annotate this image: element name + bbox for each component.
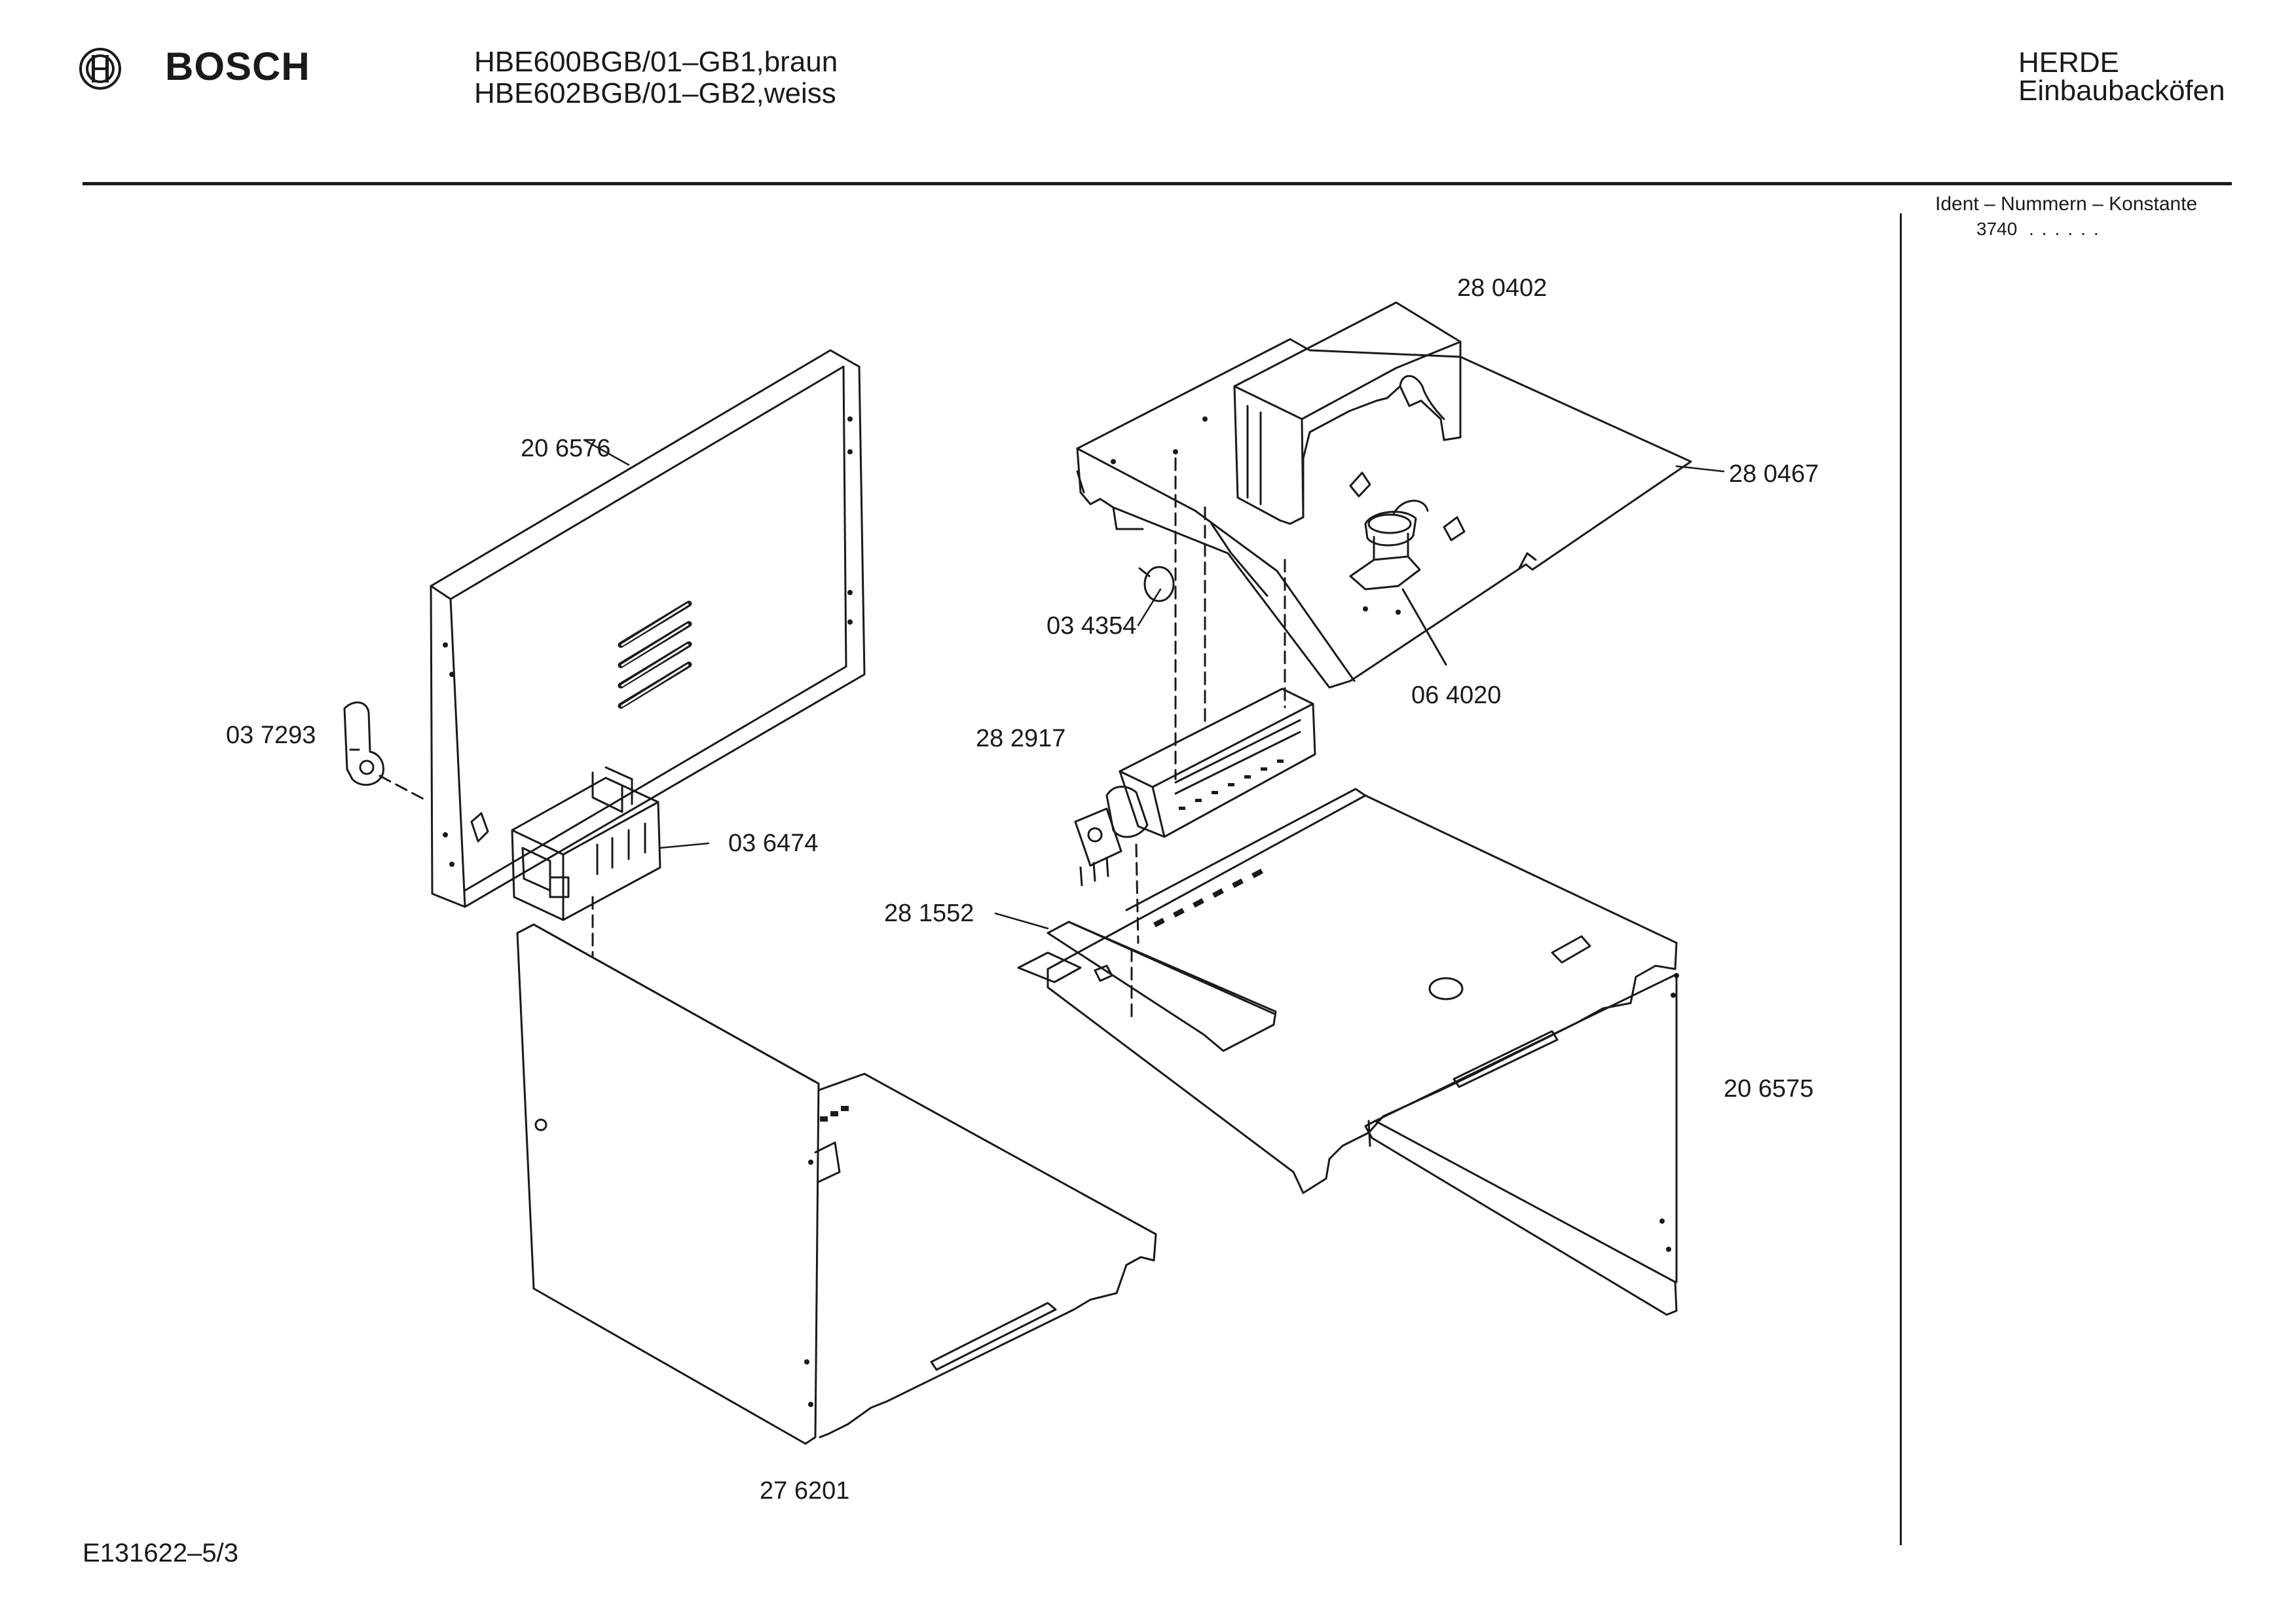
- category-title: HERDE: [2018, 46, 2120, 79]
- bosch-logo-icon: [79, 48, 121, 90]
- part-label-037293: 03 7293: [226, 722, 316, 749]
- thermostat-064020: [1350, 501, 1446, 665]
- callout-leaders: [584, 440, 1724, 928]
- part-label-280467: 28 0467: [1729, 460, 1819, 488]
- header-rule: [83, 182, 2232, 185]
- fan-housing-280402: [1234, 302, 1460, 524]
- rear-panel-206576: [431, 350, 864, 907]
- side-panel-276201: [517, 925, 1156, 1444]
- top-cover-280467: [1077, 339, 1691, 687]
- part-label-276201: 27 6201: [760, 1477, 850, 1505]
- ident-value: 3740: [1976, 219, 2018, 239]
- part-label-206575: 20 6575: [1724, 1075, 1814, 1103]
- duct-assembly-282917: [1075, 458, 1315, 943]
- part-label-282917: 28 2917: [976, 725, 1066, 752]
- model-line-1: HBE600BGB/01–GB1,braun: [474, 46, 838, 78]
- ident-heading: Ident – Nummern – Konstante: [1935, 193, 2198, 215]
- part-label-280402: 28 0402: [1457, 274, 1547, 302]
- hinge-bracket-037293: [344, 703, 426, 800]
- strip-bracket-281552: [1018, 922, 1276, 1051]
- category-subtitle: Einbaubacköfen: [2018, 75, 2225, 107]
- part-label-034354: 03 4354: [1046, 612, 1137, 640]
- part-label-206576: 20 6576: [521, 435, 611, 462]
- document-code: E131622–5/3: [83, 1539, 239, 1567]
- part-label-281552: 28 1552: [884, 900, 974, 927]
- door-switch-036474: [472, 767, 660, 956]
- model-line-2: HBE602BGB/01–GB2,weiss: [474, 77, 836, 109]
- side-column-rule: [1900, 213, 1902, 1545]
- brand-name: BOSCH: [165, 45, 310, 88]
- part-label-036474: 03 6474: [728, 830, 819, 857]
- base-panel-206575: [1048, 789, 1679, 1315]
- ident-dots: ......: [2029, 219, 2107, 239]
- part-label-064020: 06 4020: [1411, 682, 1502, 709]
